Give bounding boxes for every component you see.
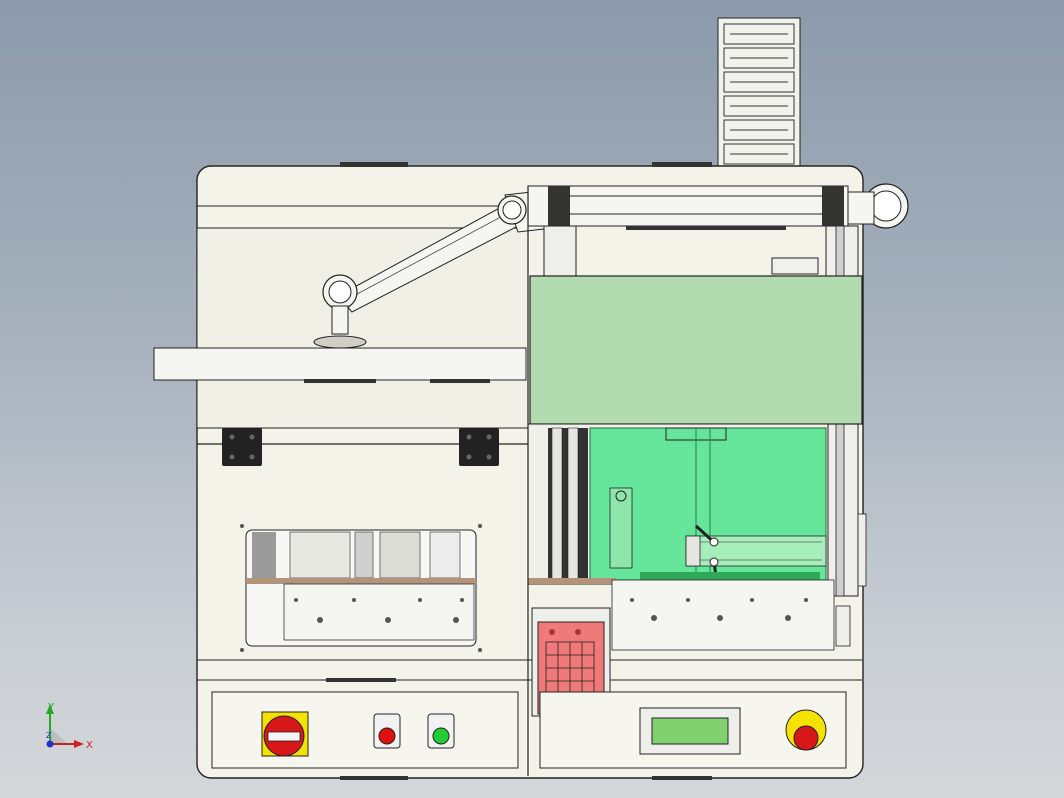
left-upper-cover bbox=[196, 205, 529, 429]
rotary-switch-icon[interactable] bbox=[261, 711, 309, 757]
right-work-area bbox=[527, 423, 867, 681]
cable-chain bbox=[717, 17, 801, 169]
start-button[interactable] bbox=[427, 713, 455, 749]
y-axis-label: Y bbox=[47, 702, 55, 713]
emergency-stop-icon[interactable] bbox=[785, 709, 827, 751]
x-axis-label: X bbox=[86, 740, 93, 751]
left-door bbox=[197, 428, 528, 466]
left-inspection-window bbox=[240, 524, 482, 652]
axis-triad: Y X Z bbox=[46, 702, 93, 751]
z-axis-label: Z bbox=[46, 731, 52, 740]
stop-button[interactable] bbox=[373, 713, 401, 749]
lcd-display bbox=[639, 707, 741, 755]
robot-arm-icon bbox=[313, 189, 553, 349]
green-cover-panel bbox=[529, 275, 863, 425]
side-shelf bbox=[153, 347, 527, 383]
